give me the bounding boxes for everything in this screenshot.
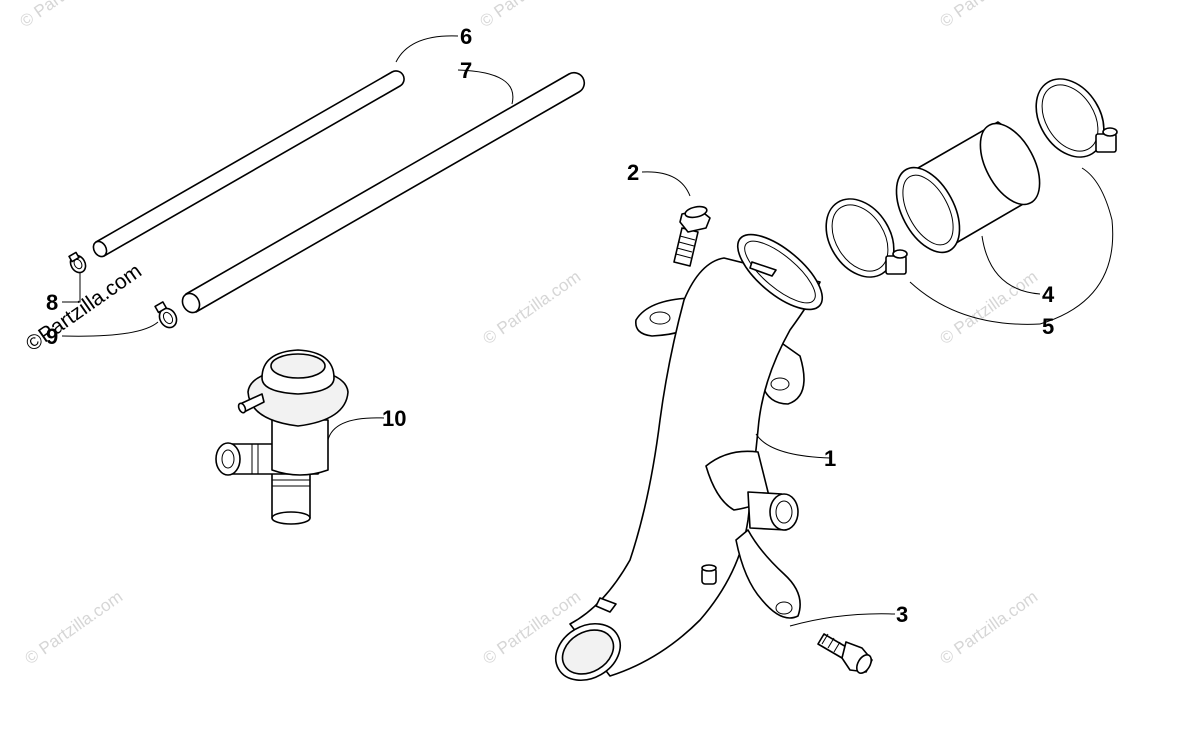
sleeve-part-4 [895, 121, 1041, 254]
watermark-text: © Partzilla.com [479, 267, 584, 348]
bolt-part-3 [817, 633, 873, 674]
watermark-text: © Partzilla.com [16, 0, 121, 31]
clamp-part-9 [154, 301, 178, 329]
watermark-text: © Partzilla.com [21, 587, 126, 668]
callout-1: 1 [824, 446, 836, 471]
callout-10: 10 [382, 406, 406, 431]
watermark-main: ©Partzilla.com [22, 259, 146, 356]
watermark-text: © Partzilla.com [936, 0, 1041, 31]
coolant-tube-part-1 [555, 233, 824, 682]
callout-9: 9 [46, 324, 58, 349]
callout-labels: 1 2 3 4 5 6 7 8 9 10 [46, 24, 1055, 627]
valve-part-10 [215, 349, 349, 525]
callout-3: 3 [896, 602, 908, 627]
bolt-part-2 [673, 205, 711, 267]
callout-4: 4 [1042, 282, 1055, 307]
hose-part-6 [92, 70, 405, 258]
watermark-text: © Partzilla.com [936, 267, 1041, 348]
callout-7: 7 [460, 58, 472, 83]
callout-6: 6 [460, 24, 472, 49]
leader-lines [61, 35, 1114, 627]
watermark-text: © Partzilla.com [936, 587, 1041, 668]
hose-clamp-part-5-upper [1035, 78, 1118, 158]
watermark-text: © Partzilla.com [476, 0, 581, 31]
callout-2: 2 [627, 160, 639, 185]
clamp-part-8 [68, 251, 87, 274]
hose-part-7 [181, 71, 586, 314]
callout-8: 8 [46, 290, 58, 315]
callout-5: 5 [1042, 314, 1054, 339]
hose-clamp-part-5-lower [825, 198, 908, 278]
